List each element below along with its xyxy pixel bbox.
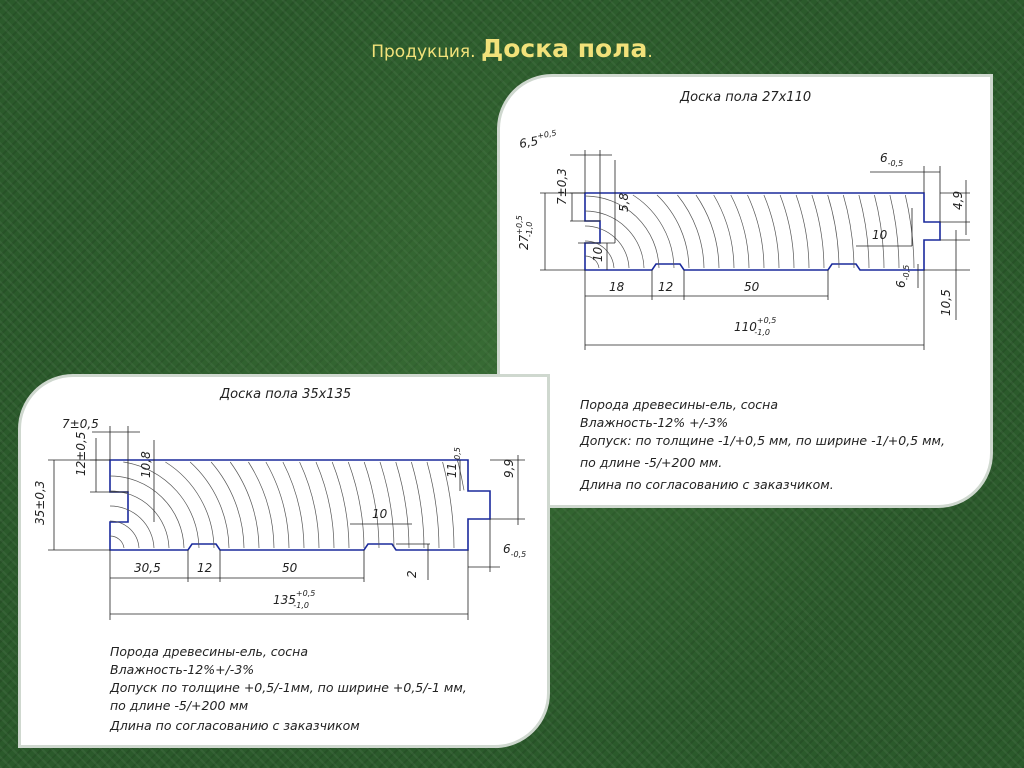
wood-grain-line xyxy=(229,461,260,549)
title-sep: . xyxy=(470,42,481,62)
bottom-dim-50: 50 xyxy=(282,561,298,575)
wood-grain-line xyxy=(584,210,645,269)
bottom-dim-12-groove: 12 xyxy=(197,561,212,575)
top-dim-4-9: 4,9 xyxy=(951,191,965,210)
top-dim-6-5: 6,5+0,5 xyxy=(518,129,559,151)
wood-grain-line xyxy=(889,194,900,269)
title-prefix: Продукция xyxy=(371,42,471,62)
top-dim-6-right: 6-0,5 xyxy=(880,151,903,168)
top-note-line: Длина по согласованию с заказчиком. xyxy=(579,477,834,492)
bottom-dim-6: 6-0,5 xyxy=(503,542,526,559)
title-end: . xyxy=(647,42,653,62)
top-dim-27: 27+0,5-1,0 xyxy=(515,215,534,250)
wood-grain-line xyxy=(442,461,455,549)
bottom-note-line: Влажность-12%+/-3% xyxy=(110,662,254,677)
top-dim-6-lower: 6-0,5 xyxy=(894,265,911,288)
wood-grain-line xyxy=(677,194,705,269)
wood-grain-line xyxy=(842,194,855,269)
bottom-dim-135: 135+0,5-1,0 xyxy=(273,589,315,610)
wood-grain-line xyxy=(874,194,885,269)
wood-grain-line xyxy=(584,255,600,269)
top-dim-110: 110+0,5-1,0 xyxy=(734,316,776,337)
wood-grain-line xyxy=(331,461,350,549)
top-dim-12: 12 xyxy=(658,280,673,294)
wood-grain-line xyxy=(315,461,335,549)
wood-grain-line xyxy=(584,240,615,269)
board-27x110-card: Доска пола 27х110 xyxy=(497,74,993,508)
wood-grain-line xyxy=(109,505,155,549)
bottom-dim-30-5: 30,5 xyxy=(134,561,161,575)
slide-title: Продукция. Доска пола. xyxy=(0,34,1024,63)
wood-grain-line xyxy=(248,461,275,549)
wood-grain-line xyxy=(109,475,185,549)
board-top-grain xyxy=(584,194,915,269)
title-main: Доска пола xyxy=(480,34,648,63)
bottom-note-line: Длина по согласованию с заказчиком xyxy=(109,718,360,733)
top-note-line: Порода древесины-ель, сосна xyxy=(580,397,778,412)
bottom-dim-11: 11-0,5 xyxy=(445,447,462,478)
wood-grain-line xyxy=(210,461,245,549)
wood-grain-line xyxy=(109,520,140,549)
bottom-note-line: Допуск по толщине +0,5/-1мм, по ширине +… xyxy=(109,680,467,695)
wood-grain-line xyxy=(282,461,305,549)
wood-grain-line xyxy=(379,461,395,549)
bottom-note-line: Порода древесины-ель, сосна xyxy=(110,644,308,659)
wood-grain-line xyxy=(584,195,660,269)
wood-grain-line xyxy=(713,194,735,269)
board-top-title: Доска пола 27х110 xyxy=(679,90,811,105)
top-dim-7: 7±0,3 xyxy=(555,168,569,205)
wood-grain-line xyxy=(632,194,675,269)
wood-grain-line xyxy=(795,194,810,269)
wood-grain-line xyxy=(411,461,425,549)
top-dim-50: 50 xyxy=(744,280,760,294)
wood-grain-line xyxy=(363,461,380,549)
bottom-dim-2: 2 xyxy=(405,570,419,578)
wood-grain-line xyxy=(457,461,465,491)
board-bottom-dimensions xyxy=(48,426,525,620)
wood-grain-line xyxy=(858,194,870,269)
bottom-dim-10: 10 xyxy=(372,507,388,521)
wood-grain-line xyxy=(827,194,840,269)
bottom-dim-7: 7±0,5 xyxy=(62,417,99,431)
top-dim-5-8: 5,8 xyxy=(617,193,631,212)
top-dim-10-right: 10 xyxy=(872,228,888,242)
bottom-dim-12: 12±0,5 xyxy=(74,432,88,476)
wood-grain-line xyxy=(904,194,915,269)
wood-grain-line xyxy=(299,461,320,549)
wood-grain-line xyxy=(189,461,230,549)
wood-grain-line xyxy=(730,194,750,269)
board-top-notes: Порода древесины-ель, сосна Влажность-12… xyxy=(579,397,945,492)
top-note-line: Допуск: по толщине -1/+0,5 мм, по ширине… xyxy=(579,433,945,448)
board-bottom-grain xyxy=(109,461,465,549)
board-top-dimensions xyxy=(540,150,970,350)
board-35x135-card: Доска пола 35х135 xyxy=(18,374,550,748)
board-27x110-drawing: Доска пола 27х110 xyxy=(515,90,970,492)
bottom-dim-10-8: 10,8 xyxy=(139,451,153,478)
wood-grain-line xyxy=(695,194,720,269)
top-note-line: по длине -5/+200 мм. xyxy=(580,455,722,470)
board-bottom-title: Доска пола 35х135 xyxy=(219,387,351,402)
wood-grain-line xyxy=(656,194,690,269)
wood-grain-line xyxy=(763,194,780,269)
wood-grain-line xyxy=(123,461,200,549)
bottom-note-line: по длине -5/+200 мм xyxy=(110,698,248,713)
wood-grain-line xyxy=(426,461,440,549)
wood-grain-line xyxy=(747,194,765,269)
wood-grain-line xyxy=(395,461,410,549)
wood-grain-line xyxy=(265,461,290,549)
bottom-dim-35: 35±0,3 xyxy=(33,481,47,525)
top-dim-18: 18 xyxy=(609,280,625,294)
wood-grain-line xyxy=(165,461,215,549)
wood-grain-line xyxy=(347,461,365,549)
board-bottom-notes: Порода древесины-ель, сосна Влажность-12… xyxy=(109,644,467,733)
bottom-dim-9-9: 9,9 xyxy=(502,459,516,478)
top-note-line: Влажность-12% +/-3% xyxy=(580,415,728,430)
top-dim-10-left: 10 xyxy=(591,246,605,262)
board-35x135-drawing: Доска пола 35х135 xyxy=(33,387,526,733)
wood-grain-line xyxy=(811,194,825,269)
wood-grain-line xyxy=(779,194,795,269)
board-bottom-profile xyxy=(109,459,491,551)
top-dim-10-5: 10,5 xyxy=(939,289,953,316)
wood-grain-line xyxy=(109,535,125,549)
